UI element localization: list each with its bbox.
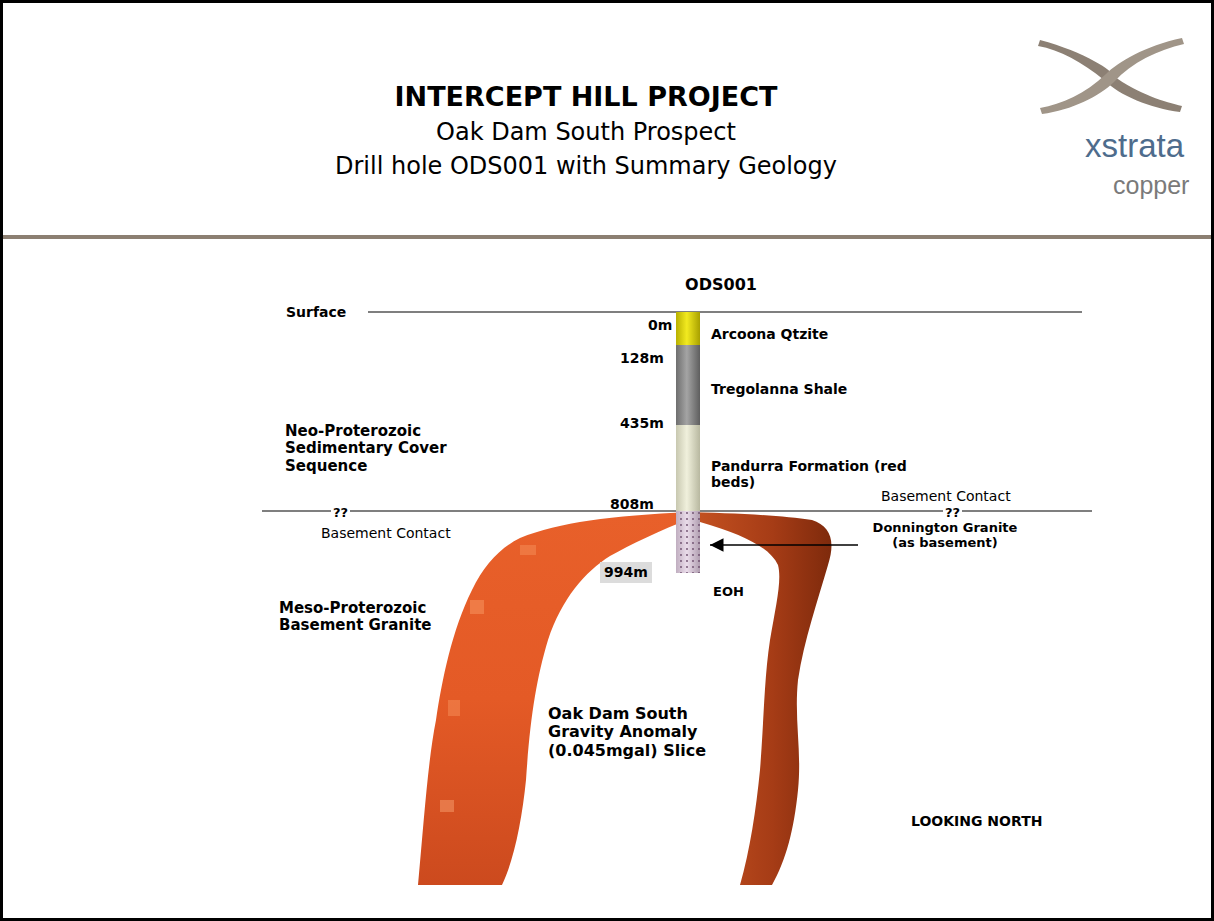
header-separator — [0, 235, 1214, 239]
depth-label: 994m — [604, 564, 648, 580]
uncertainty-mark: ?? — [331, 506, 350, 521]
texture-patch — [520, 545, 536, 555]
granite-pattern — [676, 511, 700, 573]
contact-label: Basement Contact — [881, 488, 1011, 504]
view-direction: LOOKING NORTH — [911, 813, 1042, 829]
end-of-hole-label: EOH — [713, 585, 744, 600]
drill-hole-granite — [676, 511, 700, 573]
drill-hole-red-beds — [676, 425, 700, 511]
logo-stroke — [1040, 38, 1184, 114]
depth-label: 808m — [610, 496, 654, 512]
unit-label: Pandurra Formation (red beds) — [711, 458, 916, 490]
texture-patch — [440, 800, 454, 812]
unit-label: Tregolanna Shale — [711, 381, 847, 397]
drill-hole-quartzite — [676, 312, 700, 345]
slide-subtitle: Drill hole ODS001 with Summary Geology — [335, 153, 837, 181]
surface-line — [368, 311, 1082, 312]
surface-label: Surface — [286, 304, 346, 320]
depth-label: 435m — [620, 415, 664, 431]
anomaly-label: Oak Dam South Gravity Anomaly (0.045mgal… — [548, 705, 743, 760]
texture-patch — [470, 600, 484, 614]
unit-callout: Donnington Granite (as basement) — [865, 521, 1025, 551]
contact-label: Basement Contact — [321, 525, 451, 541]
gravity-anomaly-slice — [684, 512, 831, 885]
unit-label: Arcoona Qtzite — [711, 326, 828, 342]
basement-label: Meso-Proterozoic Basement Granite — [279, 600, 459, 635]
uncertainty-mark: ?? — [943, 506, 962, 521]
drill-hole-shale — [676, 345, 700, 425]
depth-label: 128m — [620, 350, 664, 366]
gravity-anomaly-slice — [418, 512, 692, 885]
drill-hole-name: ODS001 — [685, 276, 757, 294]
logo-wordmark: xstrata — [1085, 127, 1184, 165]
texture-patch — [448, 700, 460, 716]
depth-box: 994m — [600, 562, 652, 583]
logo-wordmark: copper — [1113, 171, 1189, 200]
sequence-label: Neo-Proterozoic Sedimentary Cover Sequen… — [285, 423, 465, 475]
slide-subtitle: Oak Dam South Prospect — [436, 119, 736, 147]
slide-title: INTERCEPT HILL PROJECT — [395, 81, 778, 112]
depth-label: 0m — [648, 317, 672, 333]
pointer-arrow — [710, 544, 858, 546]
